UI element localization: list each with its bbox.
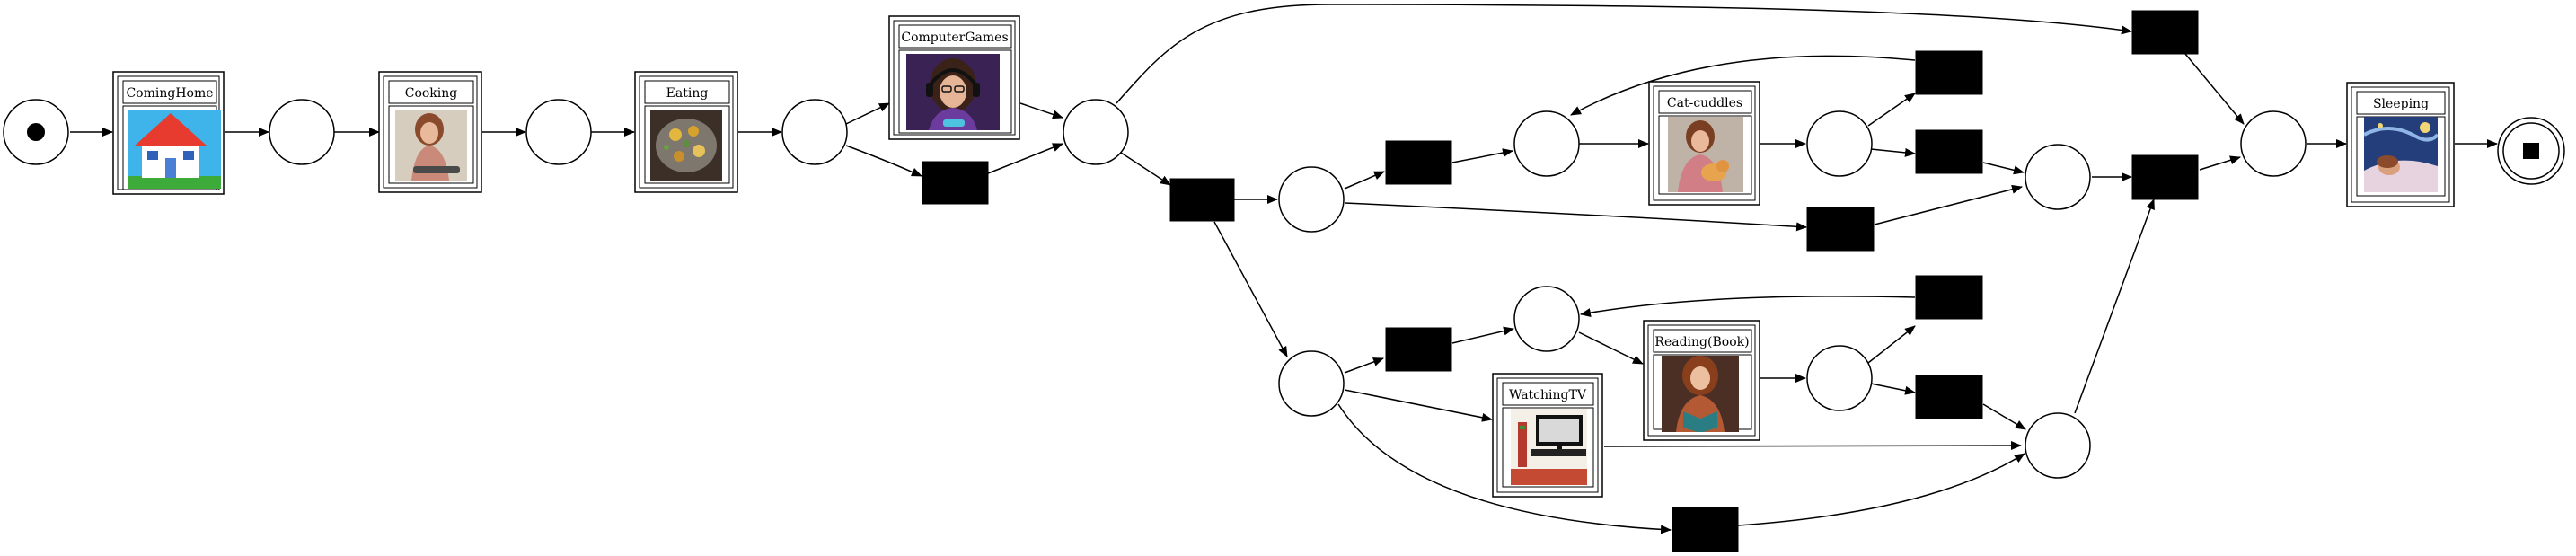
arc-computergames-to-place4 xyxy=(1019,102,1063,119)
arc-place13-to-silent7 xyxy=(2074,199,2155,414)
arc-silent-top-to-place11 xyxy=(2184,53,2245,125)
silent-transition-3 xyxy=(1385,140,1452,185)
woman-with-cat-icon xyxy=(1668,117,1743,192)
arc-place7-to-watchingtv xyxy=(1344,389,1493,422)
silent-transition-6 xyxy=(1915,129,1983,174)
silent-transition-1 xyxy=(922,161,989,205)
arc-place12-to-silent11 xyxy=(1870,383,1916,395)
end-token xyxy=(2523,143,2539,159)
transition-eating: Eating xyxy=(634,71,738,193)
transition-label-eating: Eating xyxy=(666,86,709,101)
place-4 xyxy=(1063,99,1129,165)
start-token xyxy=(27,123,45,141)
silent-transition-2 xyxy=(1169,178,1235,222)
place-1 xyxy=(269,99,335,165)
arc-silent4-to-place10 xyxy=(1874,184,2023,225)
arc-place9-to-silent5 xyxy=(1867,93,1916,127)
silent-transition-8 xyxy=(1385,327,1452,372)
arc-silent8-to-place8 xyxy=(1451,326,1514,344)
arc-silent7-to-place11 xyxy=(2199,155,2241,171)
arc-place5-to-silent4 xyxy=(1344,202,1807,232)
arc-silent2-to-place7 xyxy=(1213,221,1288,357)
sleeping-starry-night-icon xyxy=(2364,117,2438,192)
places xyxy=(3,99,2565,479)
transition-label-catcuddles: Cat-cuddles xyxy=(1667,96,1742,110)
transition-computergames: ComputerGames xyxy=(888,15,1020,140)
arc-silent10-to-place8 xyxy=(1580,296,1916,317)
place-3 xyxy=(781,99,848,165)
transition-cominghome: ComingHome xyxy=(112,71,225,195)
silent-transition-11 xyxy=(1915,375,1983,419)
arc-silent11-to-place13 xyxy=(1982,403,2026,430)
arcs xyxy=(70,4,2498,534)
arc-place7-to-silent8 xyxy=(1344,357,1384,374)
arc-silent6-to-place10 xyxy=(1982,162,2025,175)
transition-label-sleeping: Sleeping xyxy=(2373,97,2429,111)
arc-place3-to-silent1 xyxy=(845,145,922,177)
silent-transition-top xyxy=(2131,10,2199,55)
food-plate-icon xyxy=(650,110,722,181)
place-2 xyxy=(525,99,592,165)
house-icon xyxy=(128,110,221,189)
arc-place7-to-silent9 xyxy=(1337,403,1672,534)
place-5 xyxy=(1278,166,1345,233)
silent-transitions xyxy=(922,10,2199,552)
silent-transition-5 xyxy=(1915,50,1983,95)
transition-sleeping: Sleeping xyxy=(2346,82,2455,207)
place-8 xyxy=(1513,286,1580,352)
transition-label-cooking: Cooking xyxy=(405,86,458,101)
silent-transition-7 xyxy=(2131,154,2199,200)
arc-place4-to-silent-top xyxy=(1116,4,2132,104)
transition-readingbook: Reading(Book) xyxy=(1643,320,1760,441)
arc-place5-to-silent3 xyxy=(1344,171,1385,190)
arc-place12-to-silent10 xyxy=(1867,325,1916,364)
place-12 xyxy=(1806,345,1873,411)
tv-room-icon xyxy=(1511,409,1587,485)
silent-transition-4 xyxy=(1806,207,1875,252)
transition-label-cominghome: ComingHome xyxy=(126,86,213,101)
place-9 xyxy=(1806,110,1873,177)
transition-cooking: Cooking xyxy=(378,71,482,193)
arc-place8-to-readingbook xyxy=(1578,331,1644,365)
arc-silent3-to-place6 xyxy=(1451,148,1513,163)
transition-label-readingbook: Reading(Book) xyxy=(1654,335,1749,349)
arc-place3-to-computergames xyxy=(845,102,890,125)
place-10 xyxy=(2025,144,2091,210)
silent-transition-9 xyxy=(1672,507,1739,552)
arc-silent5-to-place6 xyxy=(1570,55,1916,116)
silent-transition-10 xyxy=(1915,275,1983,320)
place-11 xyxy=(2240,110,2307,177)
gamer-girl-icon xyxy=(906,54,1000,130)
place-13 xyxy=(2025,412,2091,479)
transition-catcuddles: Cat-cuddles xyxy=(1648,81,1760,206)
transition-watchingtv: WatchingTV xyxy=(1492,373,1603,498)
place-6 xyxy=(1513,110,1580,177)
transition-label-computergames: ComputerGames xyxy=(901,31,1008,45)
place-7 xyxy=(1278,350,1345,417)
arc-place9-to-silent6 xyxy=(1870,147,1916,157)
arc-silent9-to-place13 xyxy=(1737,453,2025,526)
transition-label-watchingtv: WatchingTV xyxy=(1509,388,1587,402)
arc-silent1-to-place4 xyxy=(987,143,1063,174)
arc-place4-to-silent2 xyxy=(1117,150,1171,186)
woman-reading-icon xyxy=(1662,356,1739,432)
cooking-woman-icon xyxy=(395,110,467,181)
